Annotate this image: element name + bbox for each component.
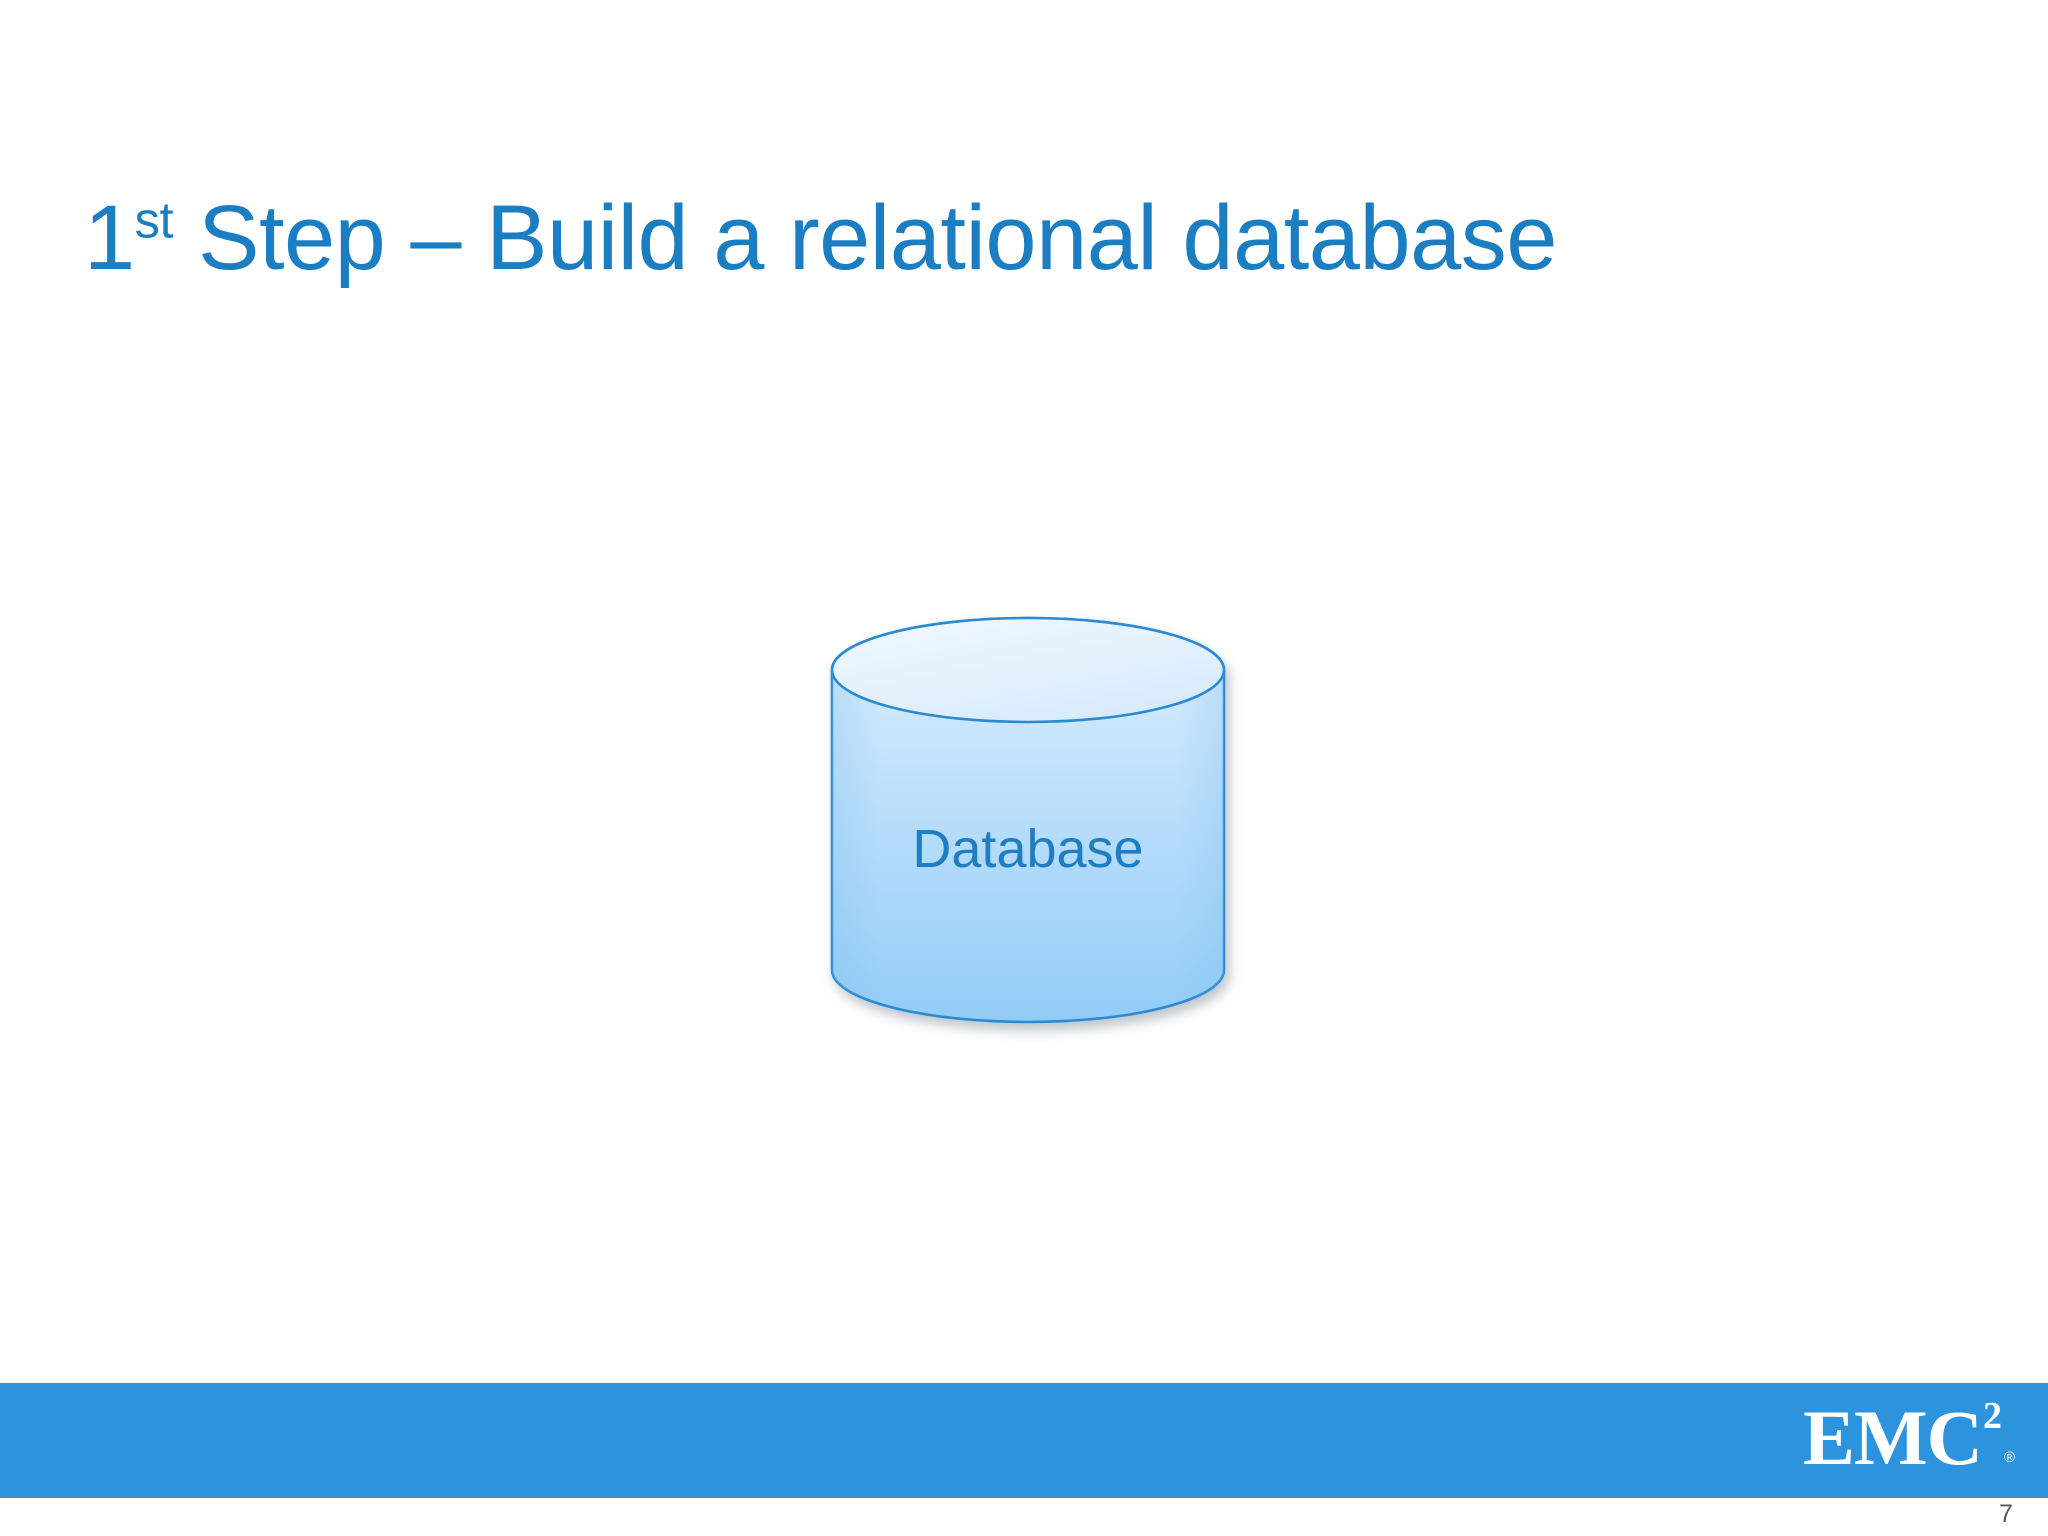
title-lead: 1: [84, 186, 135, 289]
emc-logo-wordmark: EMC: [1802, 1394, 1983, 1481]
title-ordinal-suffix: st: [134, 190, 174, 248]
database-label: Database: [912, 819, 1144, 879]
page-title: 1st Step – Build a relational database: [84, 186, 1884, 289]
database-cylinder-shape: [830, 616, 1226, 1032]
title-rest: Step – Build a relational database: [173, 186, 1557, 289]
footer-bar: [0, 1383, 2048, 1498]
registered-trademark-icon: ®: [2003, 1449, 2015, 1466]
emc-logo-superscript: 2: [1982, 1395, 2002, 1437]
page-number: 7: [1999, 1500, 2013, 1528]
